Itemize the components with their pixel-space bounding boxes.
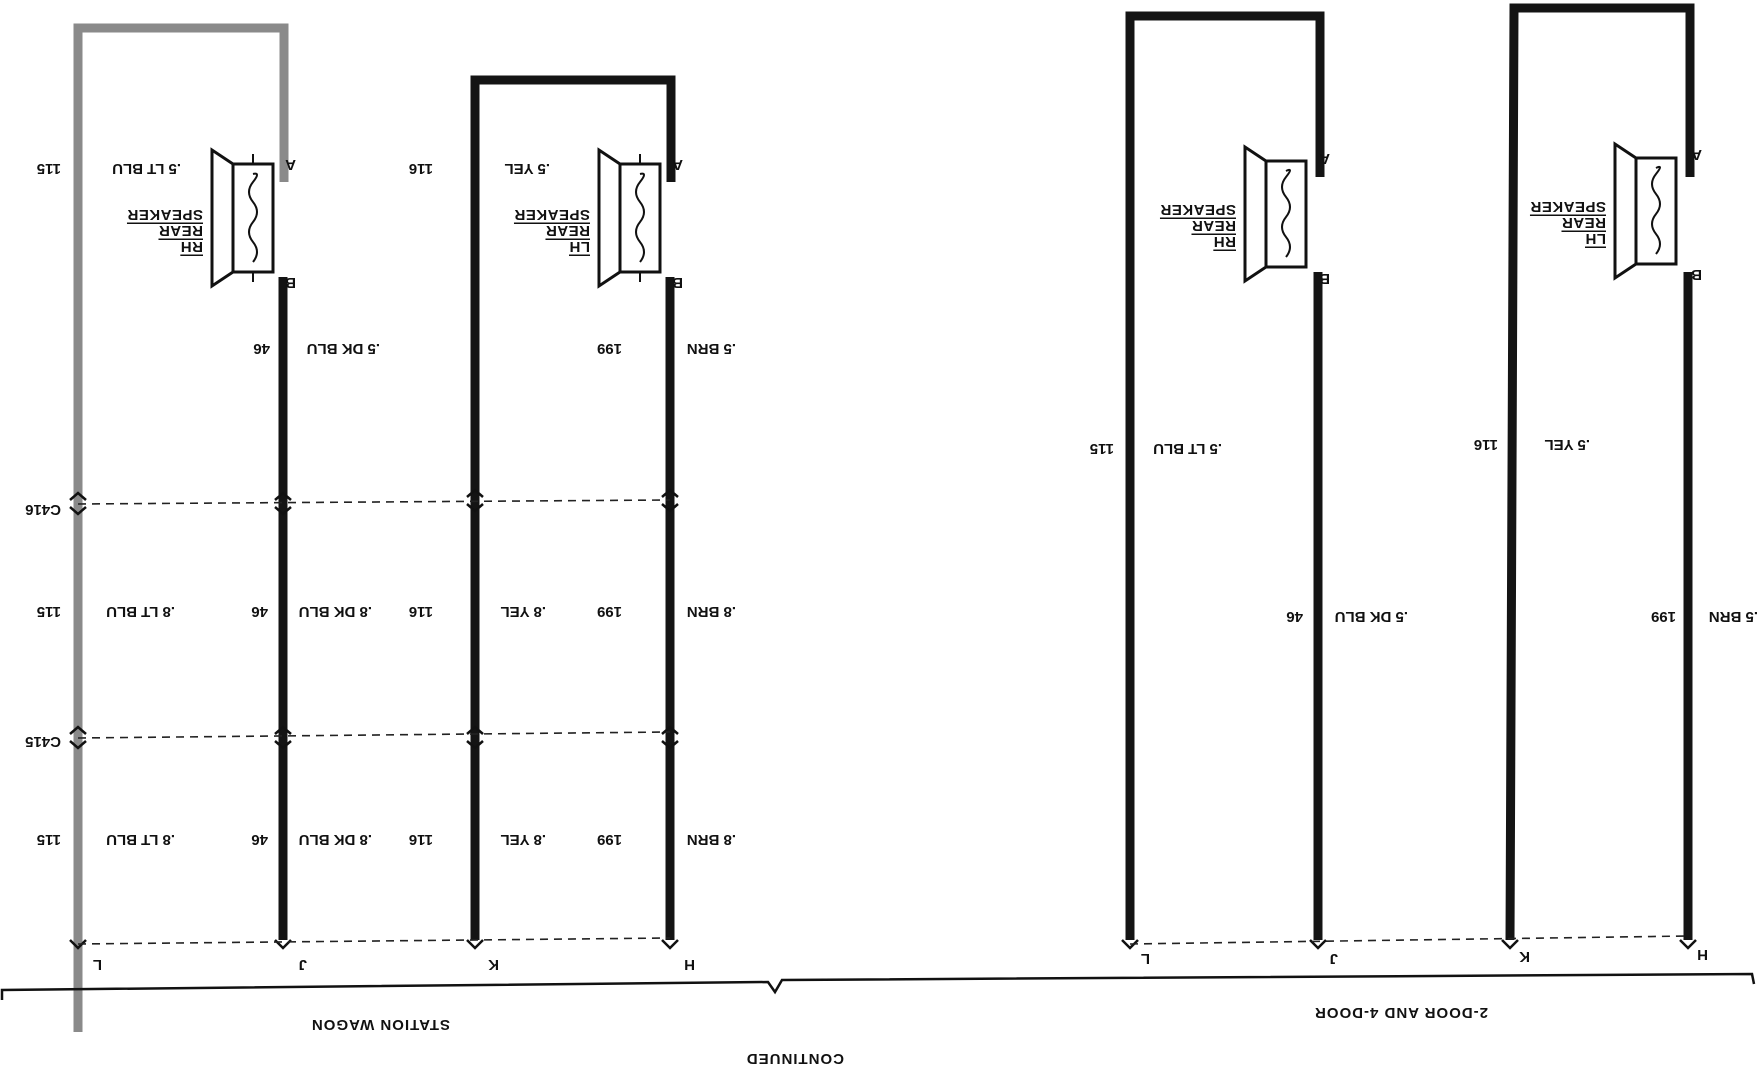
td-w199: .5 BRN [1709,608,1758,625]
two-four-door-section: RH REAR SPEAKER LH REAR SPEAKER A B A B … [1090,3,1758,1021]
sw-connector-c415-outline [77,731,671,739]
sw-wire-b-lh: .5 BRN [687,340,736,357]
td-w116: .5 YEL [1544,436,1590,453]
sw-mid-c116: 116 [409,603,433,620]
sw-lh-speaker-line3: SPEAKER [514,206,590,223]
sw-pin-l: L [93,956,102,973]
sw-pin-h: H [684,956,695,973]
sw-lh-pin-a: A [672,156,683,173]
sw-mid-w46: .8 DK BLU [299,603,372,620]
sw-low-c46: 46 [251,831,268,848]
sw-circuit-b-rh: 46 [253,340,270,357]
sw-mid-c115: 115 [37,603,61,620]
sw-rh-speaker [210,147,275,289]
sw-low-c116: 116 [409,831,433,848]
td-rh-speaker [1243,144,1308,284]
sw-mid-w199: .8 BRN [687,603,736,620]
sw-mid-c199: 199 [597,603,622,620]
td-c115: 115 [1090,440,1114,457]
sw-low-w46: .8 DK BLU [299,831,372,848]
sw-circuit-a-rh: 115 [37,160,61,177]
sw-connector-c416-outline [77,499,671,505]
sw-rh-speaker-line2: REAR [158,222,203,239]
td-lh-speaker [1613,141,1678,281]
sw-rh-pin-b: B [285,274,296,291]
td-rh-speaker-line1: RH [1213,233,1236,250]
td-pin-h: H [1697,946,1708,963]
sw-connector-marks [69,488,679,950]
td-pin-k: K [1519,948,1530,965]
sw-low-c115: 115 [37,831,61,848]
td-lh-speaker-line2: REAR [1561,214,1606,231]
td-harness-outline [1129,935,1689,945]
sw-mid-w115: .8 LT BLU [106,603,175,620]
sw-harness-outline [77,937,671,945]
sw-connector-c416: C416 [25,501,61,518]
td-c46: 46 [1286,608,1303,625]
sw-rh-speaker-line1: RH [180,238,203,255]
td-rh-pin-a: A [1319,150,1330,167]
td-rh-pin-b: B [1319,270,1330,287]
sw-connector-c415: C415 [25,733,61,750]
sw-lh-pin-b: B [672,274,683,291]
td-c199: 199 [1651,608,1676,625]
td-lh-pin-b: B [1691,266,1702,283]
sw-rh-pin-a: A [285,156,296,173]
sw-pin-j: J [299,956,307,973]
sw-wire-a-rh: .5 LT BLU [112,160,181,177]
sw-mid-w116: .8 YEL [500,603,546,620]
td-pin-j: J [1330,950,1338,967]
td-wire-115 [1125,11,1325,940]
sw-lh-speaker [597,147,662,289]
section-brace [0,972,1756,1000]
sw-lh-speaker-line1: LH [569,238,590,255]
td-rh-speaker-line2: REAR [1191,217,1236,234]
td-lh-pin-a: A [1691,146,1702,163]
sw-rh-speaker-line3: SPEAKER [127,206,203,223]
td-lh-speaker-line1: LH [1585,230,1606,247]
continued-label: CONTINUED [746,1050,844,1067]
sw-wire-115-top [73,23,289,1032]
td-w46: .5 DK BLU [1335,608,1408,625]
sw-circuit-b-lh: 199 [597,340,622,357]
station-wagon-section: RH REAR SPEAKER LH REAR SPEAKER A B A B … [25,23,736,1033]
sw-section-label: STATION WAGON [311,1016,450,1033]
td-rh-speaker-line3: SPEAKER [1160,201,1236,218]
td-wire-116 [1505,3,1695,941]
sw-low-w116: .8 YEL [500,831,546,848]
td-pin-l: L [1141,950,1150,967]
sw-mid-c46: 46 [251,603,268,620]
sw-pin-k: K [488,956,499,973]
td-section-label: 2-DOOR AND 4-DOOR [1314,1004,1488,1021]
sw-circuit-a-lh: 116 [409,160,433,177]
sw-wire-a-lh: .5 YEL [504,160,550,177]
sw-lh-speaker-line2: REAR [545,222,590,239]
td-lh-speaker-line3: SPEAKER [1530,198,1606,215]
sw-low-w115: .8 LT BLU [106,831,175,848]
td-harness-marks [1121,939,1697,950]
sw-wire-b-rh: .5 DK BLU [307,340,380,357]
td-w115: .5 LT BLU [1153,440,1222,457]
sw-low-w199: .8 BRN [687,831,736,848]
sw-low-c199: 199 [597,831,622,848]
td-c116: 116 [1474,436,1498,453]
